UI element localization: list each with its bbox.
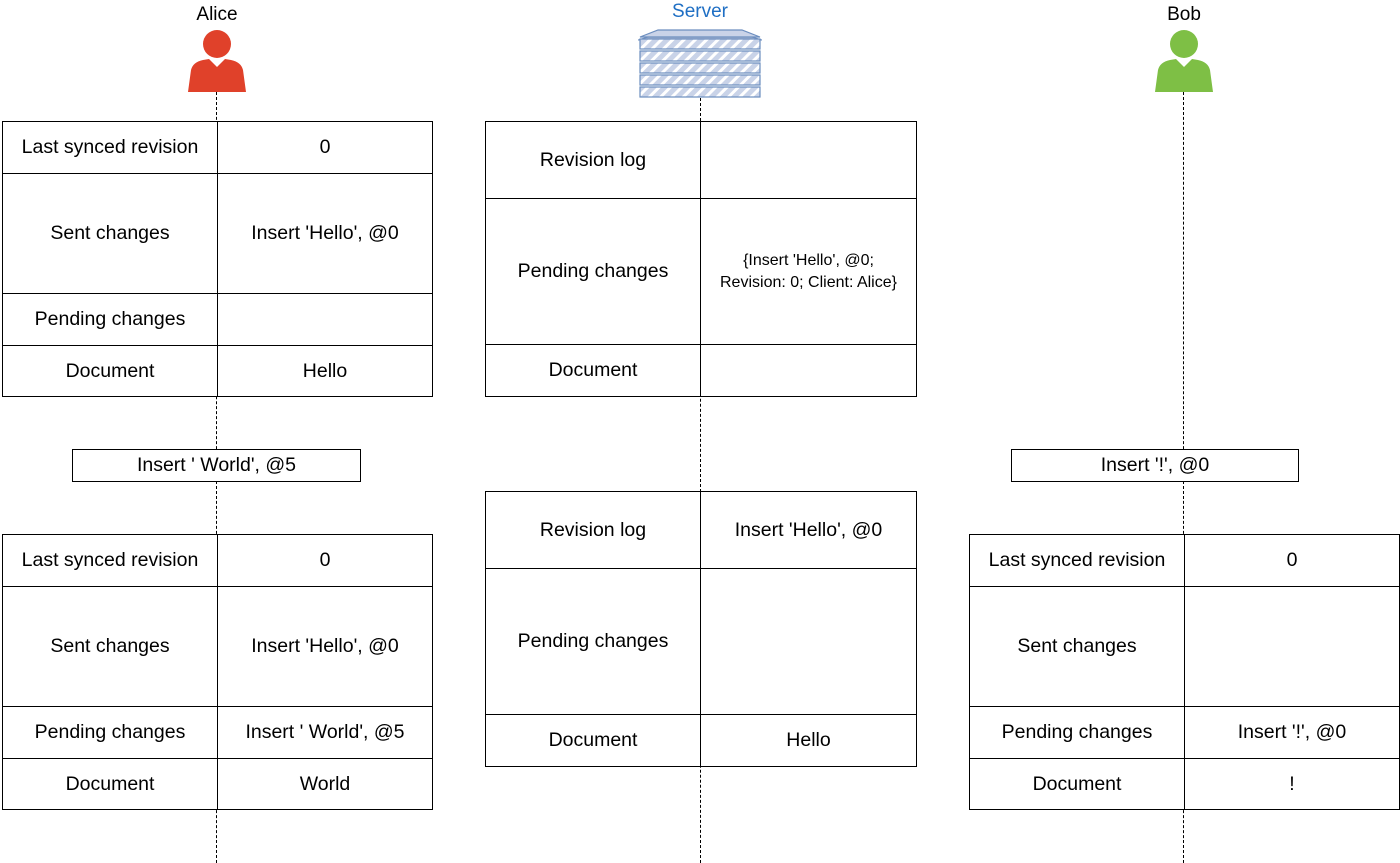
bob-label: Bob (1167, 4, 1201, 25)
row-label-pending-changes: Pending changes (969, 706, 1185, 759)
row-value-pending-changes (700, 568, 917, 715)
server-state-table-2: Revision log Insert 'Hello', @0 Pending … (485, 491, 917, 767)
pending-change-line-2: Revision: 0; Client: Alice} (720, 273, 897, 291)
row-label-pending-changes: Pending changes (485, 198, 701, 345)
row-value-sent-changes: Insert 'Hello', @0 (217, 586, 433, 707)
row-label-document: Document (485, 714, 701, 767)
row-value-pending-changes (217, 293, 433, 346)
alice-state-table-2: Last synced revision 0 Sent changes Inse… (2, 534, 433, 810)
row-value-sent-changes (1184, 586, 1400, 707)
bob-operation-box: Insert '!', @0 (1011, 449, 1299, 482)
bob-person-icon (1155, 30, 1213, 92)
row-value-last-synced-revision: 0 (1184, 534, 1400, 587)
row-label-pending-changes: Pending changes (2, 706, 218, 759)
row-value-pending-changes: Insert '!', @0 (1184, 706, 1400, 759)
server-state-table-1: Revision log Pending changes {Insert 'He… (485, 121, 917, 397)
server-rack-icon (638, 29, 762, 98)
row-label-pending-changes: Pending changes (485, 568, 701, 715)
row-value-pending-changes: Insert ' World', @5 (217, 706, 433, 759)
row-label-last-synced-revision: Last synced revision (2, 121, 218, 174)
row-value-document (700, 344, 917, 397)
row-label-sent-changes: Sent changes (969, 586, 1185, 707)
row-value-document: ! (1184, 758, 1400, 810)
bob-state-table-1: Last synced revision 0 Sent changes Pend… (969, 534, 1400, 810)
row-label-last-synced-revision: Last synced revision (969, 534, 1185, 587)
row-value-sent-changes: Insert 'Hello', @0 (217, 173, 433, 294)
row-label-document: Document (2, 345, 218, 397)
row-value-document: Hello (700, 714, 917, 767)
row-value-document: World (217, 758, 433, 810)
row-value-last-synced-revision: 0 (217, 121, 433, 174)
row-value-last-synced-revision: 0 (217, 534, 433, 587)
row-label-revision-log: Revision log (485, 491, 701, 569)
row-label-last-synced-revision: Last synced revision (2, 534, 218, 587)
row-value-revision-log: Insert 'Hello', @0 (700, 491, 917, 569)
alice-operation-box: Insert ' World', @5 (72, 449, 361, 482)
pending-change-line-1: {Insert 'Hello', @0; (743, 251, 874, 269)
row-label-revision-log: Revision log (485, 121, 701, 199)
row-label-sent-changes: Sent changes (2, 586, 218, 707)
row-value-pending-changes: {Insert 'Hello', @0; Revision: 0; Client… (700, 198, 917, 345)
row-label-document: Document (969, 758, 1185, 810)
row-label-document: Document (485, 344, 701, 397)
row-value-revision-log (700, 121, 917, 199)
alice-state-table-1: Last synced revision 0 Sent changes Inse… (2, 121, 433, 397)
server-lifeline (700, 98, 701, 863)
server-label: Server (672, 1, 728, 22)
row-label-pending-changes: Pending changes (2, 293, 218, 346)
alice-person-icon (188, 30, 246, 92)
row-label-document: Document (2, 758, 218, 810)
alice-label: Alice (196, 4, 238, 25)
row-value-document: Hello (217, 345, 433, 397)
row-label-sent-changes: Sent changes (2, 173, 218, 294)
